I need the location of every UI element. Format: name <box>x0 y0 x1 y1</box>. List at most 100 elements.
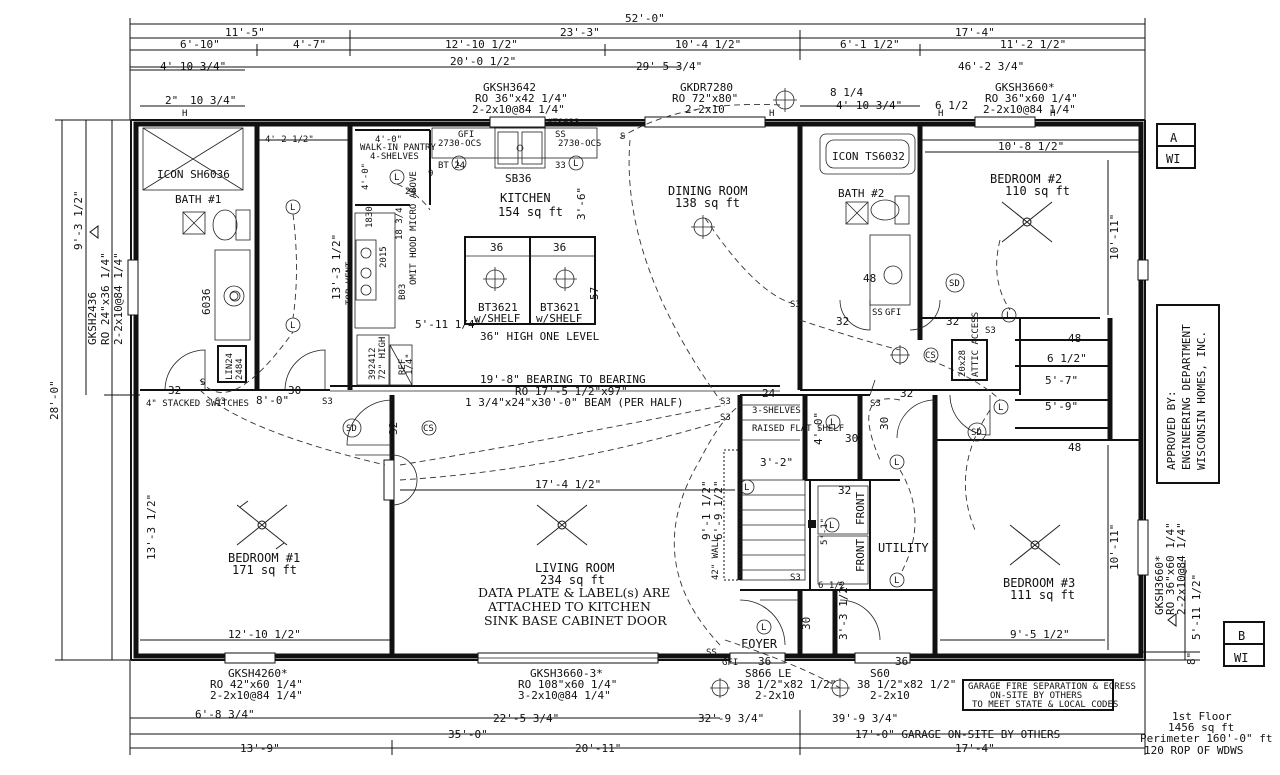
svg-text:S3: S3 <box>215 397 226 407</box>
dim-bottom-4: 39'-9 3/4" <box>832 712 898 725</box>
window-right-hdr: 2-2x10@84 1/4" <box>1175 522 1188 615</box>
bath1-left-dim: 4'-2 1/2" <box>265 135 314 145</box>
dim-right-lower: 5'-11 1/2" <box>1190 574 1203 640</box>
living-area: 234 sq ft <box>540 573 605 587</box>
door-9-label: 9 <box>428 169 433 179</box>
kitchen-2015: 2015 <box>379 246 389 268</box>
svg-text:S: S <box>200 378 205 388</box>
w7-code: S866 LE <box>745 667 791 680</box>
foyer-30: 30 <box>800 617 813 630</box>
kitchen: SB36 2730-OCS 2730-OCS #TS633 BT 24 33 K… <box>265 118 601 386</box>
lin-cab-2: 2484 <box>235 358 245 380</box>
co-detector-1: CS <box>421 420 437 436</box>
garage-note-3: TO MEET STATE & LOCAL CODES <box>972 700 1118 710</box>
approval-line-2: ENGINEERING DEPARTMENT <box>1180 324 1193 470</box>
smoke-detector-3: SD <box>967 422 987 442</box>
co-detector-2: CS <box>923 347 939 363</box>
w2-ro: RO 72"x80" <box>672 92 738 105</box>
svg-text:SD: SD <box>949 279 960 289</box>
dim-bottom-r3-3: 17'-4" <box>955 742 995 755</box>
dim-overall-width: 52'-0" <box>625 12 665 25</box>
bath2-48: 48 <box>863 272 876 285</box>
dim-top-r2-3: 12'-10 1/2" <box>445 38 518 51</box>
foyer-name: FOYER <box>741 637 778 651</box>
w1-code: GKSH3642 <box>483 81 536 94</box>
utility-front-2: FRONT <box>854 539 867 572</box>
dim-top-r3-3: 29'-5 3/4" <box>636 60 702 73</box>
svg-text:S3: S3 <box>322 397 333 407</box>
attic-30: 30 <box>878 417 891 430</box>
bedroom1-name: BEDROOM #1 <box>228 551 300 565</box>
closet-shelves: 3-SHELVES <box>752 406 801 416</box>
bottom-dimensions: 6'-8 3/4" 22'-5 3/4" 32'-9 3/4" 39'-9 3/… <box>129 660 1146 755</box>
svg-text:L: L <box>829 521 834 531</box>
svg-text:L: L <box>573 159 578 169</box>
wiring <box>199 104 1011 689</box>
w6-ro: RO 108"x60 1/4" <box>518 678 617 691</box>
room-labels: DINING ROOM 138 sq ft BEDROOM #2 110 sq … <box>228 172 1075 651</box>
dim-small-5: 6 1/2 <box>935 99 968 112</box>
door-30-b: 30 <box>845 432 858 445</box>
dim-bottom-1: 6'-8 3/4" <box>195 708 255 721</box>
floor-info-1: 1st Floor <box>1172 710 1232 723</box>
tub2-label: ICON TS6032 <box>832 150 905 163</box>
window-left-ro: RO 24"x36 1/4" <box>99 252 112 345</box>
fan-bedroom1 <box>236 500 288 550</box>
notes: DATA PLATE & LABEL(s) ARE ATTACHED TO KI… <box>478 585 1272 757</box>
svg-text:L: L <box>744 483 749 493</box>
kitchen-sink-label: SB36 <box>505 172 532 185</box>
svg-text:S3: S3 <box>720 397 731 407</box>
svg-text:CS: CS <box>423 424 434 434</box>
svg-text:SS: SS <box>872 308 883 318</box>
closet-dim: 4'-0" <box>812 412 825 445</box>
kitchen-depth-2: 3'-6" <box>575 187 588 220</box>
fan-vent-icon <box>182 211 206 235</box>
dim-top-r2-4: 10'-4 1/2" <box>675 38 741 51</box>
bath1: ICON SH6036 BATH #1 6036 LIN24 2484 <box>142 127 251 383</box>
island-dim-1: 36 <box>490 241 503 254</box>
kitchen-57: 57 <box>588 287 601 300</box>
kitchen-small-dim: 5'-11 1/4" <box>415 318 481 331</box>
closet-raised: RAISED FLAT SHELF <box>752 424 844 434</box>
dim-top-r2-6: 11'-2 1/2" <box>1000 38 1066 51</box>
section-a-letter: A <box>1170 131 1178 145</box>
svg-text:SS: SS <box>706 648 717 658</box>
island-cab-1: BT3621 <box>478 301 518 314</box>
ref-cab-1: 392412 <box>368 347 378 380</box>
smoke-detector-2: SD <box>945 273 965 293</box>
bedroom2-name: BEDROOM #2 <box>990 172 1062 186</box>
kitchen-vent: OMIT HOOD MICRO ABOVE <box>409 171 419 285</box>
section-a-ref: WI <box>1166 152 1180 166</box>
w8-ro: 38 1/2"x82 1/2" <box>857 678 956 691</box>
svg-text:L: L <box>290 321 295 331</box>
svg-text:H: H <box>182 109 187 119</box>
bedroom1-width: 12'-10 1/2" <box>228 628 301 641</box>
interior-dimensions: 19'-8" BEARING TO BEARING RO 17'-5 1/2"x… <box>140 140 1140 668</box>
bedroom1-area: 171 sq ft <box>232 563 297 577</box>
foyer-36: 36 <box>758 655 771 668</box>
w1-ro: RO 36"x42 1/4" <box>475 92 568 105</box>
approval-stamp: APPROVED BY: ENGINEERING DEPARTMENT WISC… <box>1156 304 1220 484</box>
kitchen-1-4: 1/4" <box>405 353 415 375</box>
approval-line-1: APPROVED BY: <box>1165 391 1178 470</box>
dim-top-r2-5: 6'-1 1/2" <box>840 38 900 51</box>
door-32-c: 32 <box>836 315 849 328</box>
w5-code: GKSH4260* <box>228 667 288 680</box>
svg-text:SS: SS <box>555 130 566 140</box>
detectors: SD CS SD CS SD <box>342 273 987 442</box>
stairs <box>723 404 816 581</box>
island-shelf-2: w/SHELF <box>536 312 582 325</box>
garage-note-1: GARAGE FIRE SEPARATION & EGRESS <box>968 682 1136 692</box>
door-30-a: 30 <box>288 384 301 397</box>
svg-text:H: H <box>1050 109 1055 119</box>
svg-text:L: L <box>290 203 295 213</box>
smoke-detector-1: SD <box>342 418 362 438</box>
fan-bedroom2 <box>1001 201 1053 243</box>
svg-text:H: H <box>938 109 943 119</box>
toilet-icon <box>212 209 238 241</box>
dim-top-3: 17'-4" <box>955 26 995 39</box>
ref-cab-2: 72" HIGH <box>378 337 388 380</box>
data-plate-1: DATA PLATE & LABEL(s) ARE <box>478 585 670 600</box>
dim-top-r3-4: 46'-2 3/4" <box>958 60 1024 73</box>
